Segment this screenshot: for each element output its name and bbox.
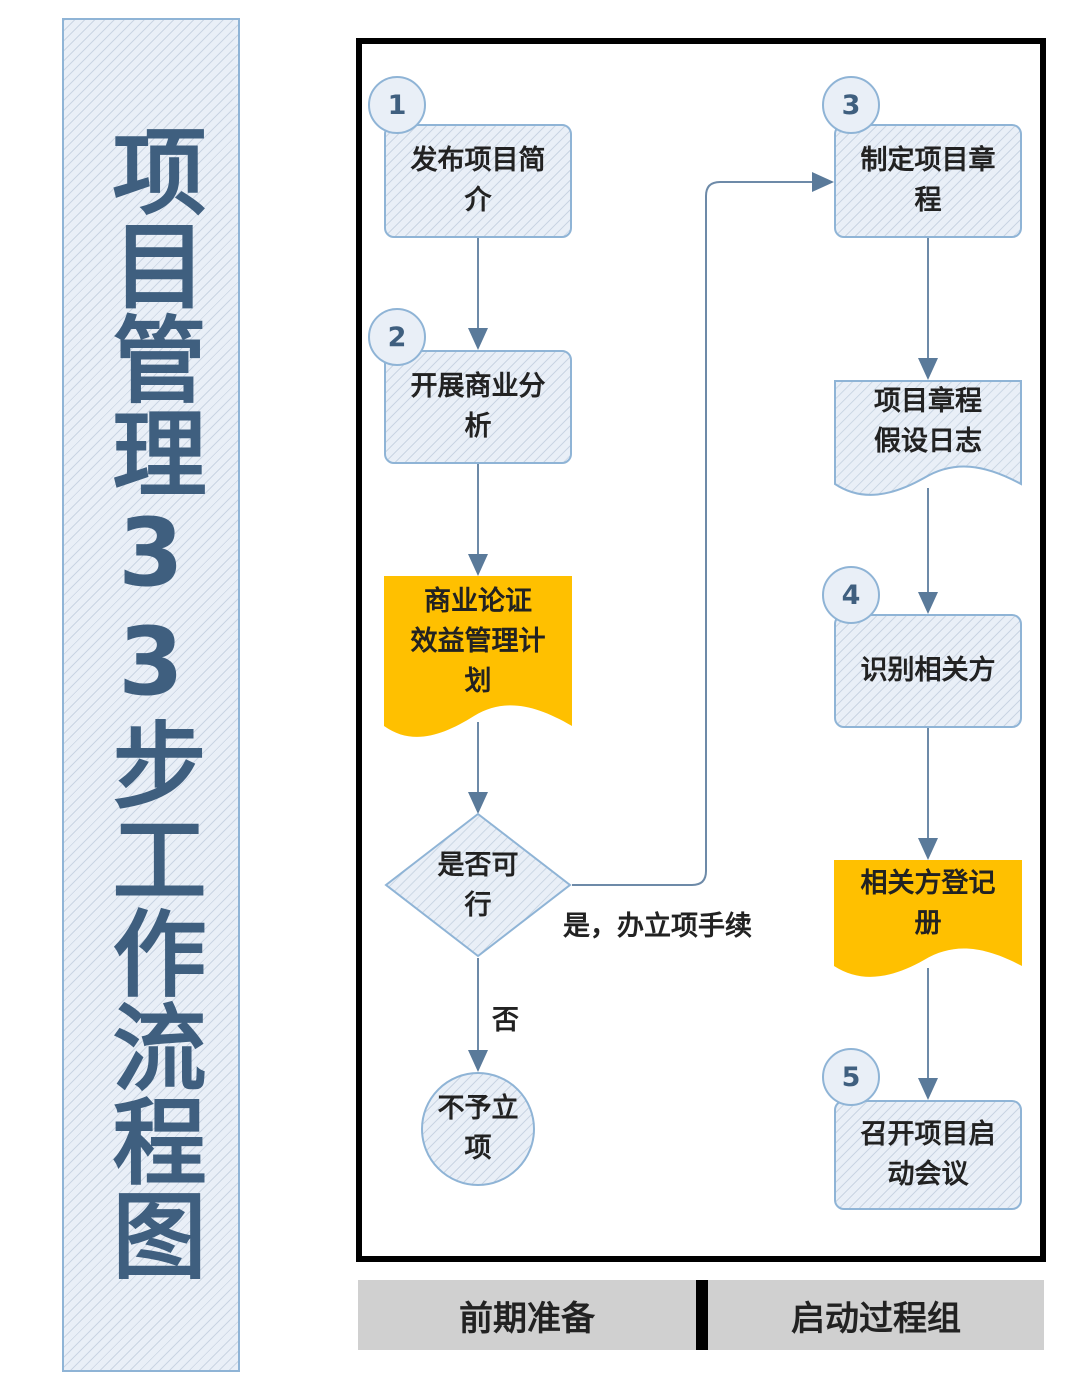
step3-badge: 3: [822, 76, 880, 134]
business-case-line-1: 商业论证: [424, 586, 532, 617]
no-branch-label: 否: [492, 1005, 519, 1036]
phase-divider: [696, 1280, 708, 1350]
register-line-1: 相关方登记: [860, 868, 996, 899]
reject-label: 不予立项: [437, 1093, 519, 1164]
step2-label: 开展商业分析: [410, 371, 546, 442]
step4-label: 识别相关方: [860, 655, 996, 686]
business-case-line-3: 划: [464, 666, 492, 697]
step5-label: 召开项目启动会议: [860, 1119, 996, 1190]
charter-log-line-2: 假设日志: [874, 426, 982, 457]
feasibility-decision[interactable]: 是否可行: [384, 812, 572, 958]
step1-label: 发布项目简介: [410, 145, 546, 216]
step4-box[interactable]: 识别相关方: [834, 614, 1022, 728]
reject-terminal[interactable]: 不予立项: [421, 1072, 535, 1186]
step2-box[interactable]: 开展商业分析: [384, 350, 572, 464]
phase-preparation: 前期准备: [358, 1280, 696, 1350]
phase-preparation-label: 前期准备: [459, 1298, 595, 1339]
phase-initiating: 启动过程组: [708, 1280, 1044, 1350]
step4-badge: 4: [822, 566, 880, 624]
step1-badge: 1: [368, 76, 426, 134]
step2-badge: 2: [368, 308, 426, 366]
phase-initiating-label: 启动过程组: [791, 1298, 961, 1339]
stakeholder-register-document[interactable]: 相关方登记 册: [834, 860, 1022, 984]
register-line-2: 册: [914, 908, 942, 939]
step3-label: 制定项目章程: [860, 145, 996, 216]
decision-label: 是否可行: [437, 850, 519, 921]
page-title: 项目管理33步工作流程图: [96, 123, 206, 1281]
business-case-line-2: 效益管理计: [410, 626, 546, 657]
business-case-document[interactable]: 商业论证 效益管理计 划: [384, 576, 572, 748]
yes-branch-label: 是，办立项手续: [563, 911, 752, 942]
step5-badge: 5: [822, 1048, 880, 1106]
step5-box[interactable]: 召开项目启动会议: [834, 1100, 1022, 1210]
step1-box[interactable]: 发布项目简介: [384, 124, 572, 238]
charter-assumption-log-document[interactable]: 项目章程 假设日志: [834, 380, 1022, 502]
charter-log-line-1: 项目章程: [874, 386, 982, 417]
title-panel: 项目管理33步工作流程图: [62, 18, 240, 1372]
step3-box[interactable]: 制定项目章程: [834, 124, 1022, 238]
